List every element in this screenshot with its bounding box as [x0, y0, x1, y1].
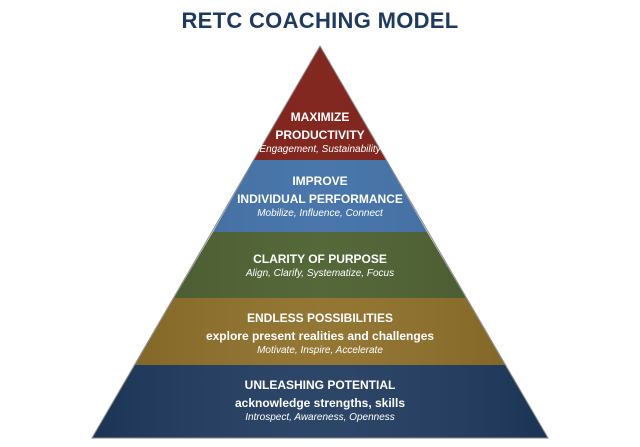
tier-unleashing-line1: UNLEASHING POTENTIAL: [244, 378, 396, 392]
tier-unleashing-label: UNLEASHING POTENTIAL acknowledge strengt…: [0, 378, 640, 425]
tier-clarity-label: CLARITY OF PURPOSE Align, Clarify, Syste…: [0, 252, 640, 281]
tier-improve-line1: IMPROVE: [292, 174, 348, 188]
tier-endless-sub: Motivate, Inspire, Accelerate: [257, 345, 383, 356]
tier-endless-label: ENDLESS POSSIBILITIES explore present re…: [0, 311, 640, 358]
tier-improve-sub: Mobilize, Influence, Connect: [257, 208, 383, 219]
tier-maximize-line1: MAXIMIZE: [290, 110, 350, 124]
tier-clarity-sub: Align, Clarify, Systematize, Focus: [245, 268, 395, 279]
diagram-title: RETC COACHING MODEL: [181, 8, 459, 33]
pyramid-outline: [91, 45, 549, 439]
tier-endless-line2: explore present realities and challenges: [205, 329, 435, 343]
tier-maximize-line2: PRODUCTIVITY: [275, 128, 365, 142]
tier-improve-performance-label: IMPROVE INDIVIDUAL PERFORMANCE Mobilize,…: [0, 174, 640, 221]
tier-maximize-sub: Engagement, Sustainability: [259, 144, 381, 155]
tier-unleashing-line2: acknowledge strengths, skills: [234, 396, 406, 410]
tier-endless-line1: ENDLESS POSSIBILITIES: [246, 311, 394, 325]
tier-unleashing-sub: Introspect, Awareness, Openness: [245, 412, 395, 423]
tier-clarity-line1: CLARITY OF PURPOSE: [253, 252, 387, 266]
tier-maximize-productivity-label: MAXIMIZE PRODUCTIVITY Engagement, Sustai…: [0, 110, 640, 157]
tier-improve-line2: INDIVIDUAL PERFORMANCE: [237, 192, 403, 206]
